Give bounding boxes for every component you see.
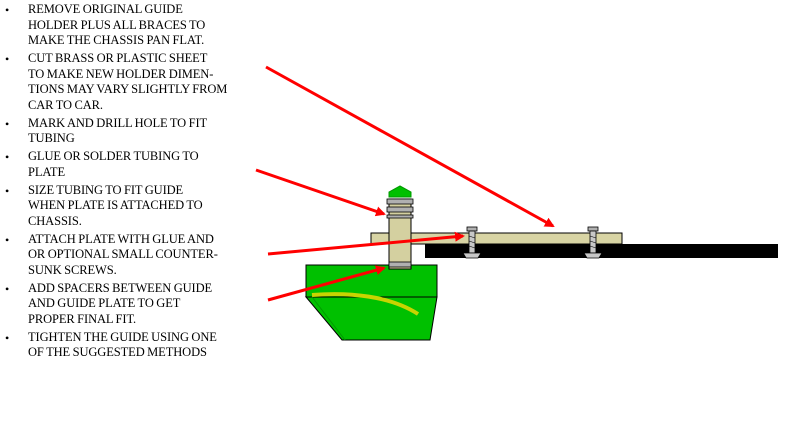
bullet-dot-icon: • <box>5 281 10 296</box>
red-pointer-arrow-icon <box>255 168 386 217</box>
bullet-dot-icon: • <box>5 116 10 131</box>
instruction-step-1: • REMOVE ORIGINAL GUIDE HOLDER PLUS ALL … <box>0 2 288 49</box>
bullet-dot-icon: • <box>5 330 10 345</box>
instruction-step-text: REMOVE ORIGINAL GUIDE HOLDER PLUS ALL BR… <box>28 2 206 47</box>
instruction-step-2: • CUT BRASS OR PLASTIC SHEET TO MAKE NEW… <box>0 51 288 113</box>
red-pointer-arrow-icon <box>267 265 386 302</box>
instruction-step-text: ADD SPACERS BETWEEN GUIDE AND GUIDE PLAT… <box>28 280 213 326</box>
chassis-pan <box>425 244 778 258</box>
red-pointer-arrow-icon <box>265 65 555 228</box>
instruction-step-7: • ADD SPACERS BETWEEN GUIDE AND GUIDE PL… <box>0 281 288 328</box>
bullet-dot-icon: • <box>5 3 10 17</box>
instruction-step-text: CUT BRASS OR PLASTIC SHEET TO MAKE NEW H… <box>28 51 228 112</box>
bullet-dot-icon: • <box>5 232 10 247</box>
instruction-step-text: SIZE TUBING TO FIT GUIDE WHEN PLATE IS A… <box>28 182 203 228</box>
instruction-step-6: • ATTACH PLATE WITH GLUE AND OR OPTIONAL… <box>0 232 288 279</box>
instruction-step-text: ATTACH PLATE WITH GLUE AND OR OPTIONAL S… <box>28 231 218 277</box>
red-pointer-arrow-icon <box>267 231 465 256</box>
countersunk-screw-icon <box>583 226 603 259</box>
instruction-list: • REMOVE ORIGINAL GUIDE HOLDER PLUS ALL … <box>0 2 300 363</box>
instruction-step-5: • SIZE TUBING TO FIT GUIDE WHEN PLATE IS… <box>0 183 288 230</box>
instruction-step-text: MARK AND DRILL HOLE TO FIT TUBING <box>28 115 208 146</box>
guide-cap <box>388 185 412 198</box>
bullet-dot-icon: • <box>5 183 10 198</box>
guide-body <box>304 264 438 341</box>
instruction-step-4: • GLUE OR SOLDER TUBING TO PLATE <box>0 149 288 180</box>
guide-plate <box>370 232 623 245</box>
guide-tubing <box>386 198 414 270</box>
bullet-dot-icon: • <box>5 150 10 164</box>
countersunk-screw-icon <box>462 226 482 259</box>
instruction-step-text: TIGHTEN THE GUIDE USING ONE OF THE SUGGE… <box>28 329 217 360</box>
instruction-step-text: GLUE OR SOLDER TUBING TO PLATE <box>28 149 199 179</box>
bullet-dot-icon: • <box>5 52 10 66</box>
instruction-step-8: • TIGHTEN THE GUIDE USING ONE OF THE SUG… <box>0 330 288 361</box>
instruction-step-3: • MARK AND DRILL HOLE TO FIT TUBING <box>0 116 288 147</box>
